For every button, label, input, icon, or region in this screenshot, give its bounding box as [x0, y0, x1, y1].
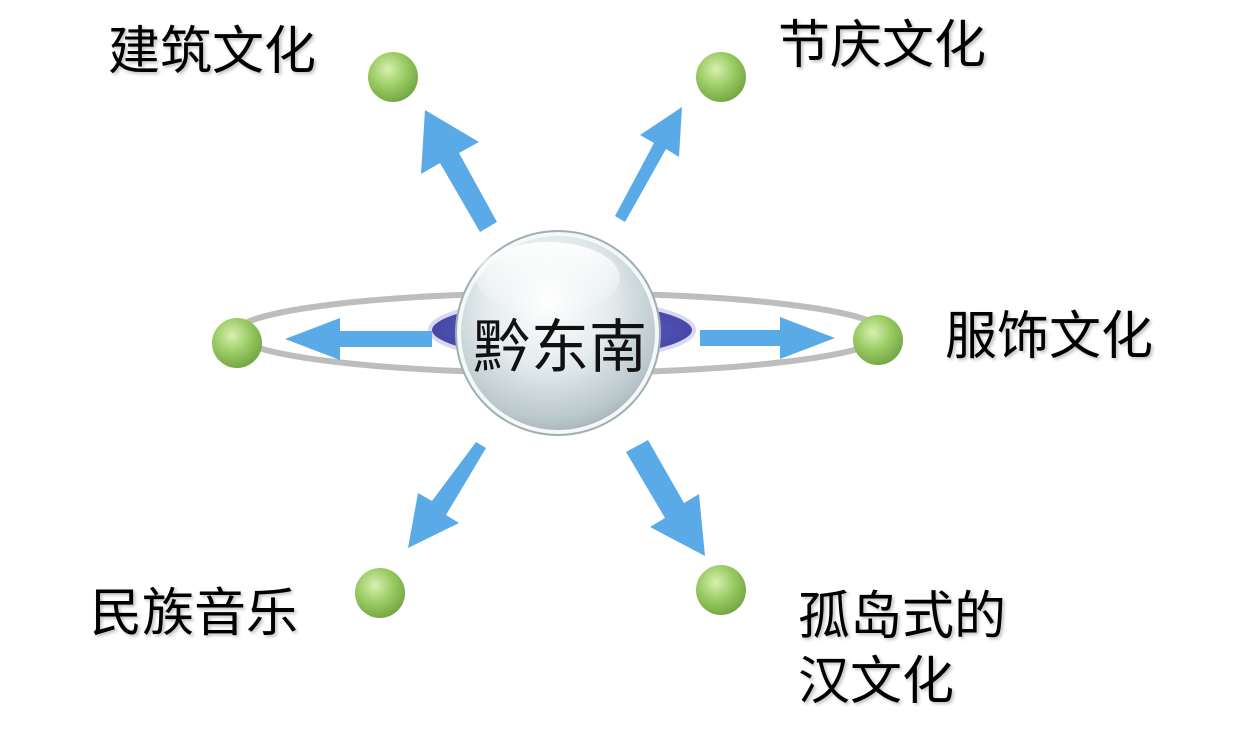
node-left — [212, 318, 262, 368]
center-sphere — [455, 230, 661, 436]
arrow-to-clothing — [700, 317, 835, 359]
arrow-to-architecture — [421, 110, 497, 232]
label-clothing: 服饰文化 — [945, 307, 1154, 367]
node-han-culture — [696, 565, 746, 615]
arrow-to-festival — [615, 107, 682, 222]
node-folk-music — [355, 568, 405, 618]
arrow-to-han-culture — [626, 440, 705, 556]
label-folk-music: 民族音乐 — [90, 584, 299, 644]
center-label: 黔东南 — [472, 313, 647, 381]
label-han-culture-line2: 汉文化 — [798, 652, 955, 712]
node-clothing — [853, 315, 903, 365]
arrow-to-left-node — [285, 318, 432, 360]
node-architecture — [368, 52, 418, 102]
label-han-culture-line1: 孤岛式的 — [798, 587, 1007, 647]
arrow-to-folk-music — [408, 442, 486, 548]
label-festival: 节庆文化 — [778, 16, 987, 76]
node-festival — [696, 52, 746, 102]
label-architecture: 建筑文化 — [108, 22, 317, 82]
